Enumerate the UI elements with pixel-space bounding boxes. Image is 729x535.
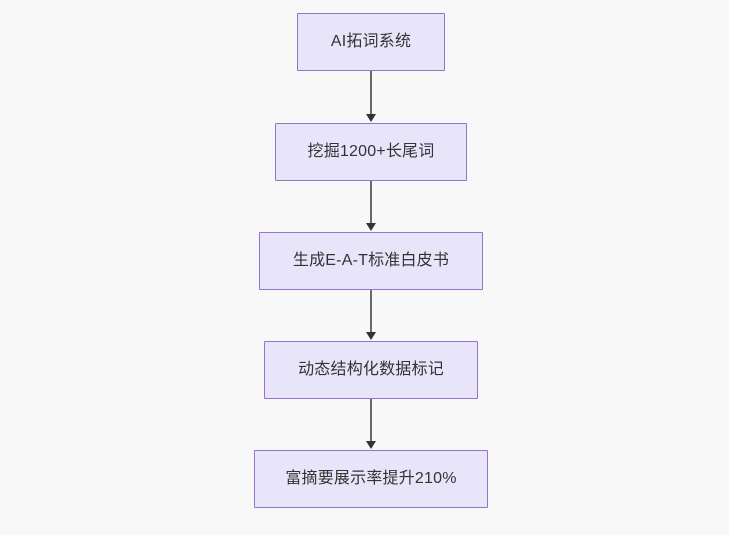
flowchart-edge-2: [370, 181, 372, 224]
arrow-down-icon: [366, 114, 376, 122]
flowchart-node-mine-longtail-keywords[interactable]: 挖掘1200+长尾词: [275, 123, 467, 181]
flowchart-edge-1: [370, 71, 372, 115]
flowchart-node-rich-snippet-impression-lift[interactable]: 富摘要展示率提升210%: [254, 450, 488, 508]
node-label: 富摘要展示率提升210%: [285, 470, 457, 488]
node-label: AI拓词系统: [330, 33, 412, 51]
arrow-down-icon: [366, 223, 376, 231]
node-label: 生成E-A-T标准白皮书: [292, 252, 450, 270]
flowchart-edge-3: [370, 290, 372, 333]
node-label: 挖掘1200+长尾词: [307, 143, 435, 161]
flowchart-node-dynamic-structured-data-markup[interactable]: 动态结构化数据标记: [264, 341, 478, 399]
arrow-down-icon: [366, 441, 376, 449]
flowchart-node-ai-keyword-system[interactable]: AI拓词系统: [297, 13, 445, 71]
node-label: 动态结构化数据标记: [298, 361, 444, 379]
flowchart-node-generate-eat-whitepaper[interactable]: 生成E-A-T标准白皮书: [259, 232, 483, 290]
flowchart-edge-4: [370, 399, 372, 442]
arrow-down-icon: [366, 332, 376, 340]
